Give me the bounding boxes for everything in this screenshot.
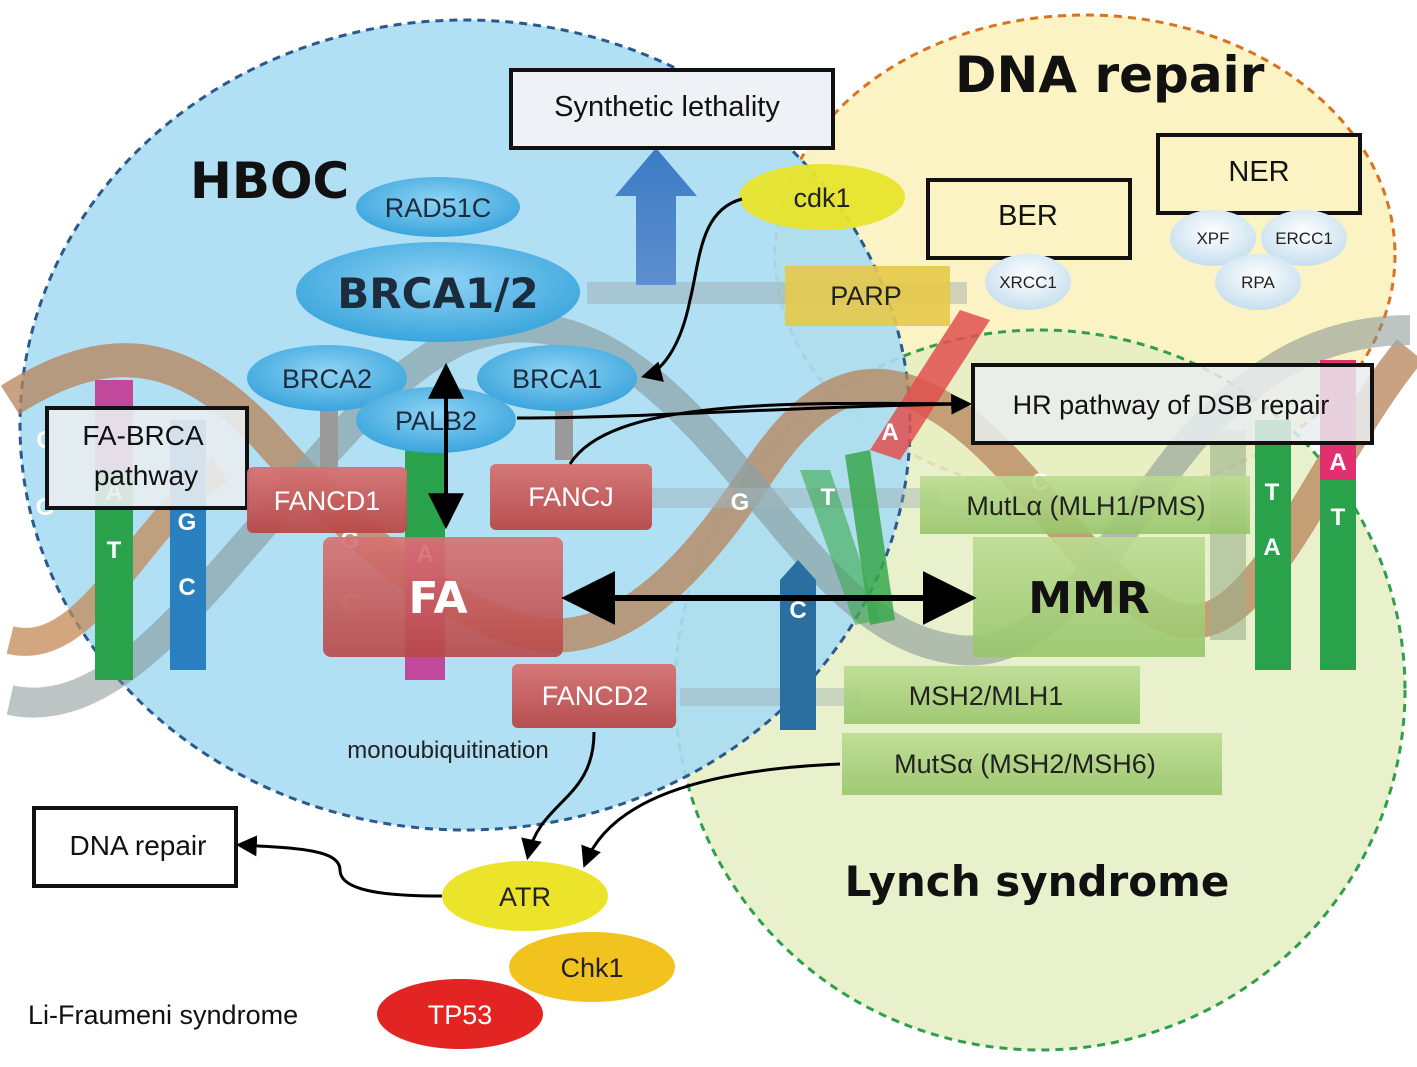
base-letter: A bbox=[881, 419, 898, 446]
base-letter: C bbox=[178, 574, 195, 601]
atr-node: ATR bbox=[442, 861, 608, 931]
base-letter: G bbox=[178, 509, 197, 536]
svg-text:PARP: PARP bbox=[830, 281, 902, 311]
parp-node: PARP bbox=[785, 266, 950, 326]
base-letter: T bbox=[107, 537, 122, 564]
xrcc1-node: XRCC1 bbox=[985, 254, 1071, 310]
fancd2-node: FANCD2 bbox=[512, 664, 676, 728]
svg-text:BRCA2: BRCA2 bbox=[282, 364, 372, 394]
ner-box: NER bbox=[1156, 133, 1362, 215]
svg-text:RAD51C: RAD51C bbox=[385, 193, 492, 223]
svg-text:RPA: RPA bbox=[1241, 273, 1275, 292]
arrow-fancd2-atr bbox=[521, 731, 596, 861]
svg-text:BRCA1/2: BRCA1/2 bbox=[337, 269, 538, 318]
svg-text:MMR: MMR bbox=[1028, 573, 1149, 624]
arrow-cdk1-brca1 bbox=[640, 197, 743, 382]
fancj-node: FANCJ bbox=[490, 464, 652, 530]
svg-text:FANCD2: FANCD2 bbox=[542, 681, 649, 711]
fancd1-node: FANCD1 bbox=[247, 467, 407, 533]
svg-text:MutLα (MLH1/PMS): MutLα (MLH1/PMS) bbox=[966, 491, 1205, 521]
fa-node: FA bbox=[323, 537, 563, 657]
fa-brca-pathway-box: FA-BRCA pathway bbox=[45, 406, 249, 510]
svg-text:pathway: pathway bbox=[94, 460, 198, 491]
synthetic-lethality-box: Synthetic lethality bbox=[509, 68, 835, 150]
monoubiquitination-label: monoubiquitination bbox=[347, 737, 548, 764]
svg-text:TP53: TP53 bbox=[428, 1000, 493, 1030]
tp53-node: TP53 bbox=[377, 979, 543, 1049]
base-letter: C bbox=[789, 597, 806, 624]
svg-text:PALB2: PALB2 bbox=[395, 406, 477, 436]
brca12-node: BRCA1/2 bbox=[296, 242, 580, 342]
svg-text:cdk1: cdk1 bbox=[793, 183, 850, 213]
xpf-node: XPF bbox=[1170, 210, 1256, 266]
svg-text:XPF: XPF bbox=[1196, 229, 1229, 248]
up-arrow-icon bbox=[615, 148, 697, 285]
lynch-title: Lynch syndrome bbox=[845, 857, 1230, 906]
base-letter: T bbox=[1265, 479, 1280, 506]
msh2-mlh1-node: MSH2/MLH1 bbox=[844, 666, 1140, 724]
svg-text:BRCA1: BRCA1 bbox=[512, 364, 602, 394]
hr-pathway-box: HR pathway of DSB repair bbox=[971, 363, 1374, 445]
svg-text:FANCD1: FANCD1 bbox=[274, 486, 381, 516]
li-fraumeni-label: Li-Fraumeni syndrome bbox=[28, 1000, 298, 1030]
arrows bbox=[235, 197, 977, 898]
base-letter: G bbox=[731, 489, 750, 516]
palb2-node: PALB2 bbox=[356, 387, 516, 453]
svg-text:FANCJ: FANCJ bbox=[528, 482, 614, 512]
svg-text:DNA repair: DNA repair bbox=[70, 830, 207, 861]
svg-text:HR pathway of DSB repair: HR pathway of DSB repair bbox=[1013, 390, 1330, 420]
rad51c-node: RAD51C bbox=[356, 177, 520, 237]
rpa-node: RPA bbox=[1215, 254, 1301, 310]
ber-box: BER bbox=[926, 178, 1132, 260]
svg-text:ATR: ATR bbox=[499, 882, 551, 912]
svg-text:Chk1: Chk1 bbox=[560, 953, 623, 983]
arrow-muts-atr bbox=[581, 762, 841, 868]
arrow-fancj-hr bbox=[568, 401, 969, 465]
mmr-node: MMR bbox=[973, 537, 1205, 657]
brca2-node: BRCA2 bbox=[247, 345, 407, 411]
svg-text:Synthetic lethality: Synthetic lethality bbox=[554, 91, 780, 123]
chk1-node: Chk1 bbox=[509, 932, 675, 1002]
ercc1-node: ERCC1 bbox=[1261, 210, 1347, 266]
arrow-atr-dnarepair bbox=[235, 835, 443, 898]
svg-text:BER: BER bbox=[998, 200, 1058, 232]
svg-text:NER: NER bbox=[1228, 156, 1289, 188]
hboc-title: HBOC bbox=[190, 152, 349, 210]
dna-repair-title: DNA repair bbox=[955, 46, 1265, 104]
arrow-palb2-hr bbox=[516, 393, 973, 420]
svg-text:XRCC1: XRCC1 bbox=[999, 273, 1057, 292]
base-letter: A bbox=[1263, 534, 1280, 561]
mutl-node: MutLα (MLH1/PMS) bbox=[920, 476, 1250, 534]
brca1-node: BRCA1 bbox=[477, 345, 637, 411]
svg-text:MSH2/MLH1: MSH2/MLH1 bbox=[909, 681, 1064, 711]
svg-text:FA-BRCA: FA-BRCA bbox=[82, 420, 204, 451]
muts-node: MutSα (MSH2/MSH6) bbox=[842, 733, 1222, 795]
svg-text:FA: FA bbox=[408, 573, 467, 624]
base-letter: T bbox=[1331, 504, 1346, 531]
base-letter: A bbox=[1329, 449, 1346, 476]
svg-text:ERCC1: ERCC1 bbox=[1275, 229, 1333, 248]
base-letter: T bbox=[821, 484, 836, 511]
svg-text:MutSα (MSH2/MSH6): MutSα (MSH2/MSH6) bbox=[894, 749, 1156, 779]
dna-repair-output-box: DNA repair bbox=[32, 806, 238, 888]
cdk1-node: cdk1 bbox=[739, 164, 905, 230]
